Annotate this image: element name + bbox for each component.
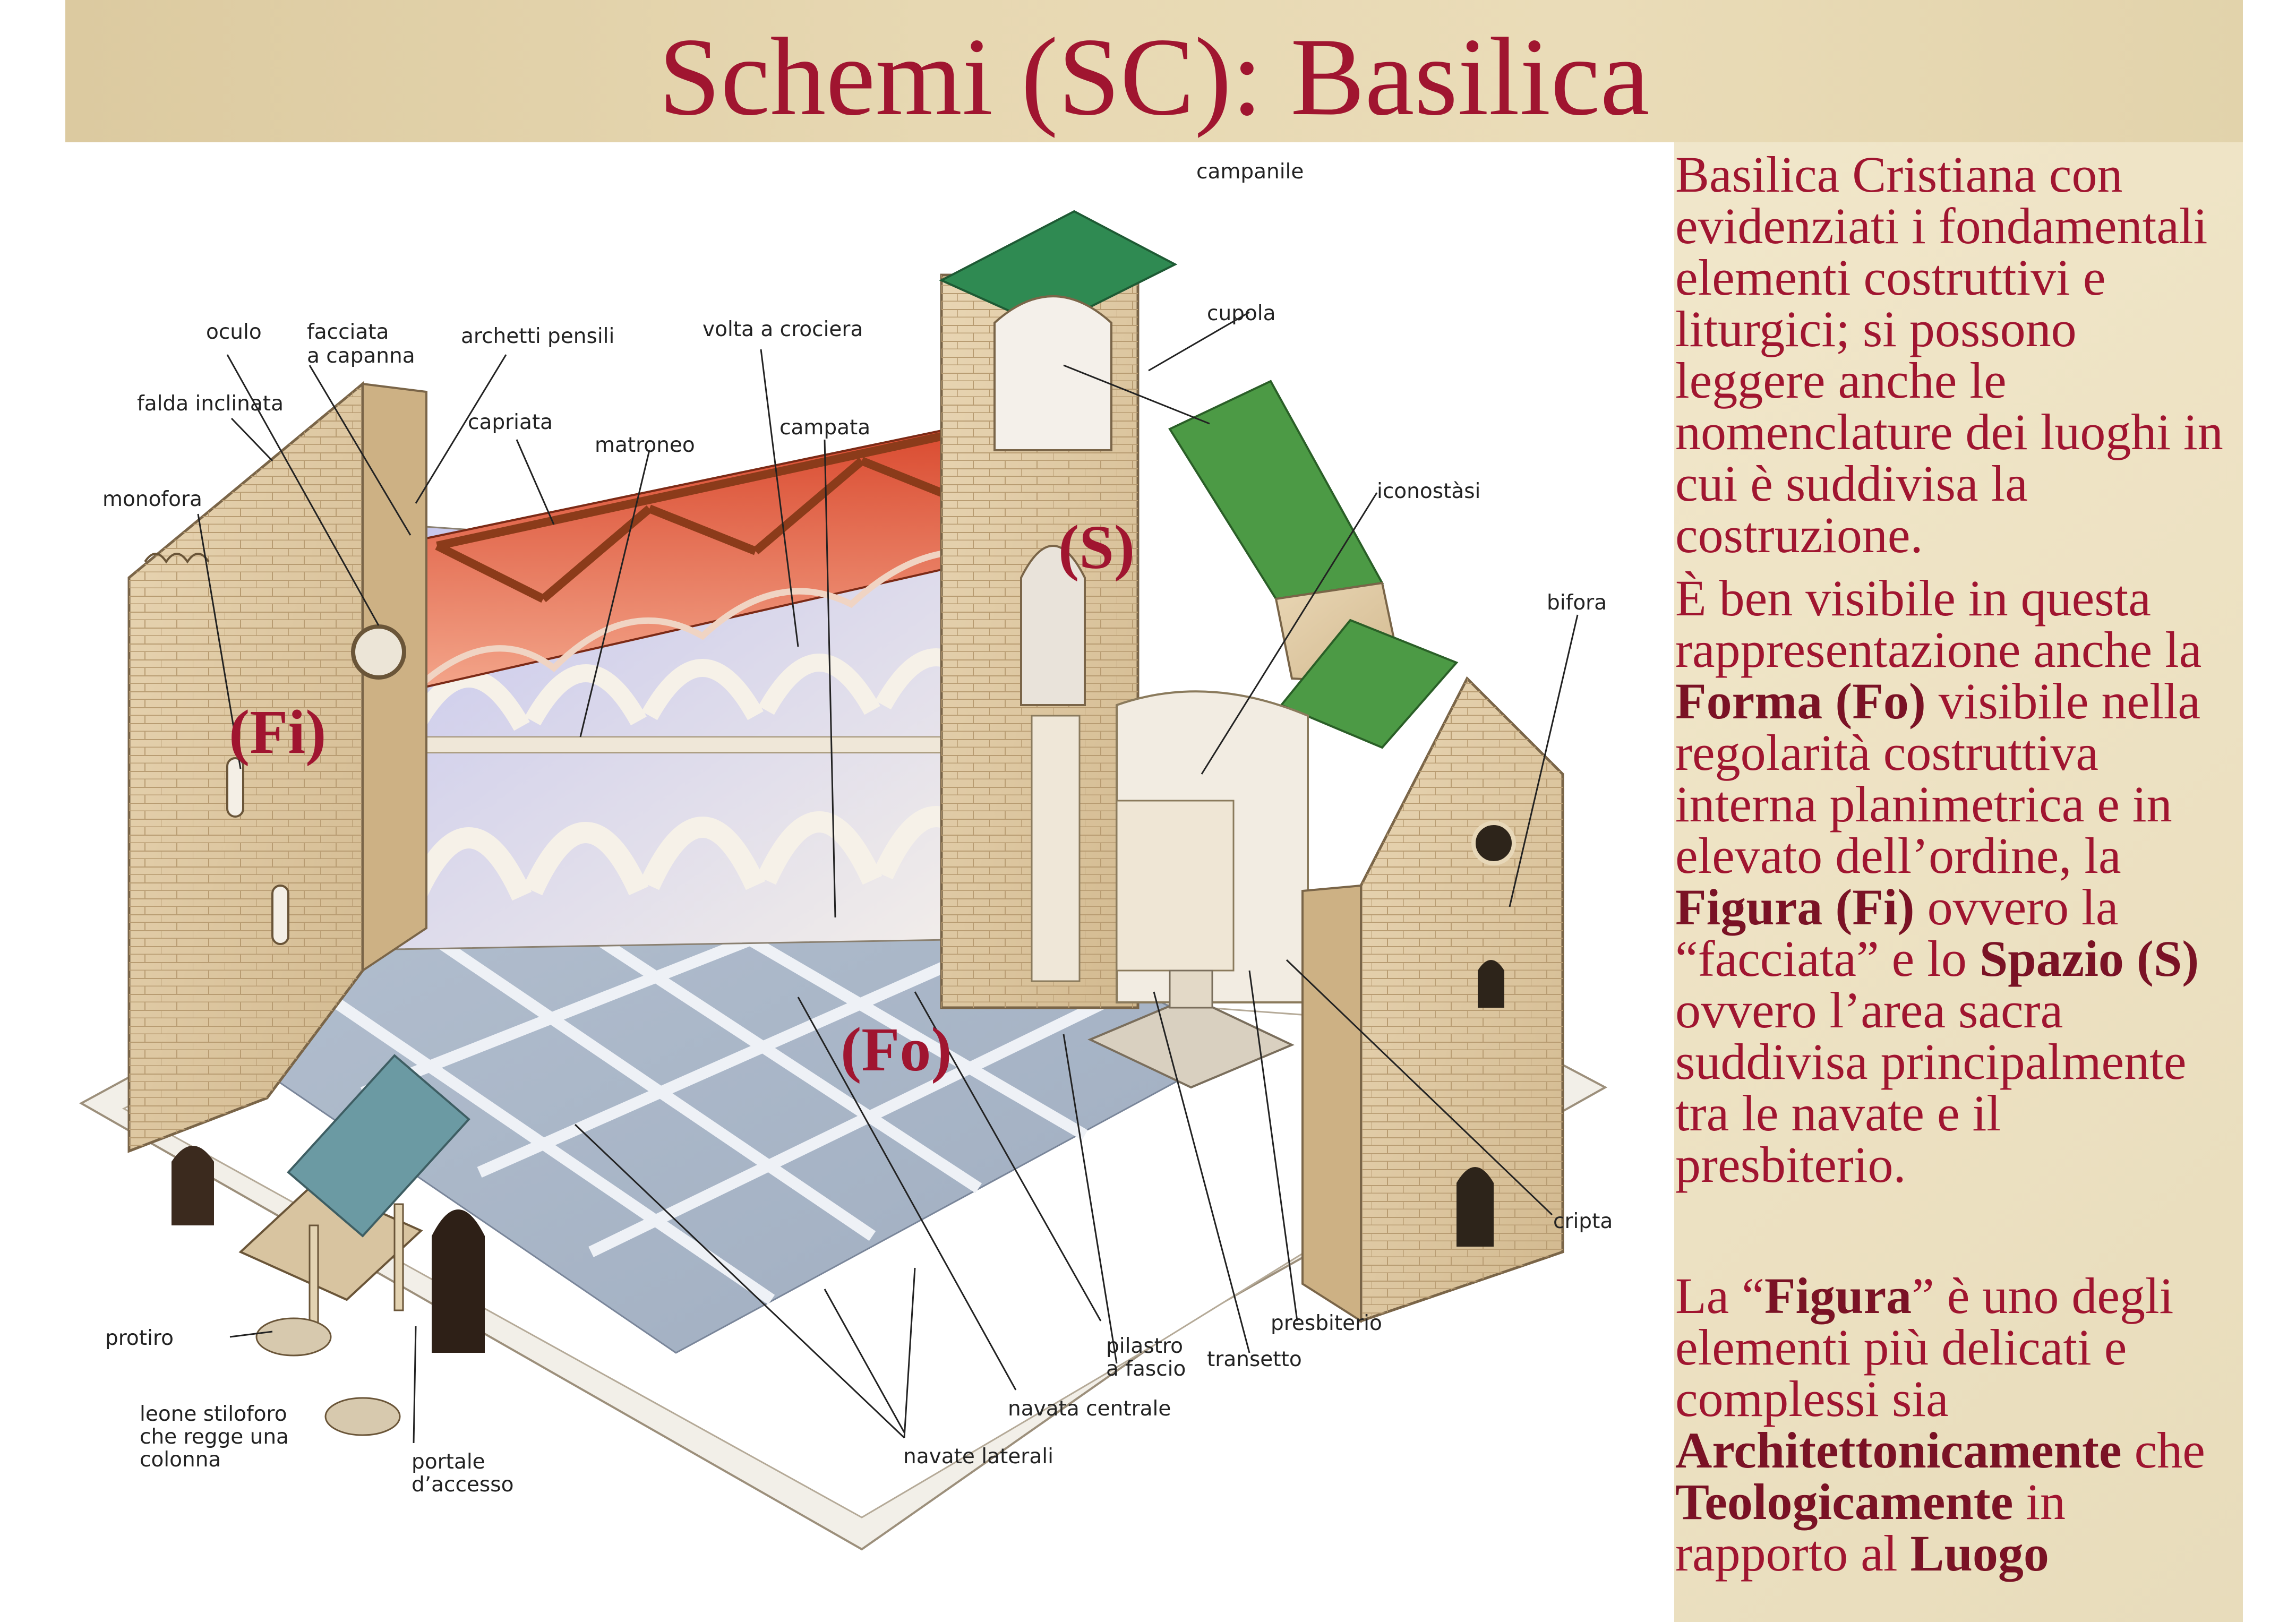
label-facciata-2: a capanna (307, 344, 415, 368)
side-portal (172, 1146, 214, 1225)
portale-d-accesso (432, 1209, 485, 1353)
marker-forma: (Fo) (841, 1015, 952, 1084)
label-cupola: cupola (1207, 302, 1276, 325)
label-transetto: transetto (1207, 1348, 1302, 1371)
text-span: È ben visibile in questa rappresentazion… (1675, 570, 2202, 678)
paragraph-figura: La “Figura” è uno degli elementi più del… (1675, 1270, 2238, 1579)
label-falda-inclinata: falda inclinata (137, 392, 284, 416)
label-pilastro-2: a fascio (1106, 1357, 1186, 1381)
lion-statue (255, 1317, 332, 1357)
label-leone-3: colonna (140, 1448, 221, 1472)
text-span: La “ (1675, 1267, 1764, 1324)
transept-roofs (1168, 380, 1459, 749)
label-cripta: cripta (1553, 1209, 1613, 1233)
label-leone-2: che regge una (140, 1425, 289, 1449)
label-bifora: bifora (1547, 591, 1607, 615)
oculo-window (351, 624, 406, 680)
left-facade (127, 381, 427, 1225)
label-campata: campata (779, 416, 870, 440)
basilica-illustration: campanile cupola oculo facciata a capann… (65, 142, 1674, 1622)
slide-title: Schemi (SC): Basilica (658, 15, 1650, 139)
paragraph-concepts: È ben visibile in questa rappresentazion… (1675, 572, 2238, 1190)
presbiterio-area (1087, 690, 1309, 1089)
protiro-porch (238, 1054, 485, 1436)
label-archetti-pensili: archetti pensili (461, 324, 614, 348)
bold-spazio: Spazio (S) (1979, 930, 2199, 987)
description-text: Basilica Cristiana con evidenziati i fon… (1675, 149, 2238, 1591)
bold-figura-2: Figura (1764, 1267, 1912, 1324)
right-facade (1301, 676, 1564, 1323)
label-matroneo: matroneo (595, 433, 695, 457)
concept-markers: (S) (Fi) (Fo) (229, 512, 1135, 1084)
label-iconostasi: iconostàsi (1377, 479, 1480, 503)
label-volta-a-crociera: volta a crociera (702, 317, 863, 341)
label-navata-centrale: navata centrale (1008, 1397, 1171, 1421)
label-pilastro-1: pilastro (1106, 1334, 1183, 1358)
label-monofora: monofora (102, 487, 202, 511)
bold-figura: Figura (Fi) (1675, 879, 1915, 936)
bold-teologicamente: Teologicamente (1675, 1473, 2014, 1530)
marker-spazio: (S) (1058, 512, 1135, 582)
capriata-trusses (435, 419, 1001, 603)
text-span: ovvero l’area sacra suddivisa principalm… (1675, 982, 2187, 1193)
title-band (65, 0, 2243, 142)
bold-forma: Forma (Fo) (1675, 673, 1926, 730)
marker-figura: (Fi) (229, 697, 326, 767)
text-span: visibile nella regolarità costruttiva in… (1675, 673, 2201, 884)
leader-lines (197, 311, 1579, 1444)
label-presbiterio: presbiterio (1271, 1311, 1382, 1335)
label-portale-1: portale (412, 1450, 485, 1474)
text-span: ovvero la “facciata” e lo (1675, 879, 2119, 987)
label-facciata-1: facciata (307, 320, 389, 344)
label-oculo: oculo (206, 320, 262, 344)
text-span: ” è uno degli elementi più delicati e co… (1675, 1267, 2174, 1427)
text-span: che (2121, 1422, 2205, 1479)
label-portale-2: d’accesso (412, 1473, 513, 1497)
label-navate-laterali: navate laterali (903, 1445, 1053, 1469)
bold-architettonicamente: Architettonicamente (1675, 1422, 2122, 1479)
label-leone-1: leone stiloforo (140, 1402, 287, 1426)
text-span: in rapporto al (1675, 1473, 2066, 1582)
basilica-cutaway-svg: campanile cupola oculo facciata a capann… (79, 160, 1613, 1551)
label-protiro: protiro (105, 1326, 174, 1350)
campanile-tower (939, 210, 1178, 1009)
label-campanile: campanile (1196, 160, 1304, 184)
bold-luogo: Luogo (1910, 1525, 2049, 1582)
paragraph-intro: Basilica Cristiana con evidenziati i fon… (1675, 146, 2223, 563)
lion-statue (324, 1397, 401, 1436)
diagram-labels: campanile cupola oculo facciata a capann… (102, 160, 1613, 1497)
label-capriata: capriata (468, 410, 553, 434)
